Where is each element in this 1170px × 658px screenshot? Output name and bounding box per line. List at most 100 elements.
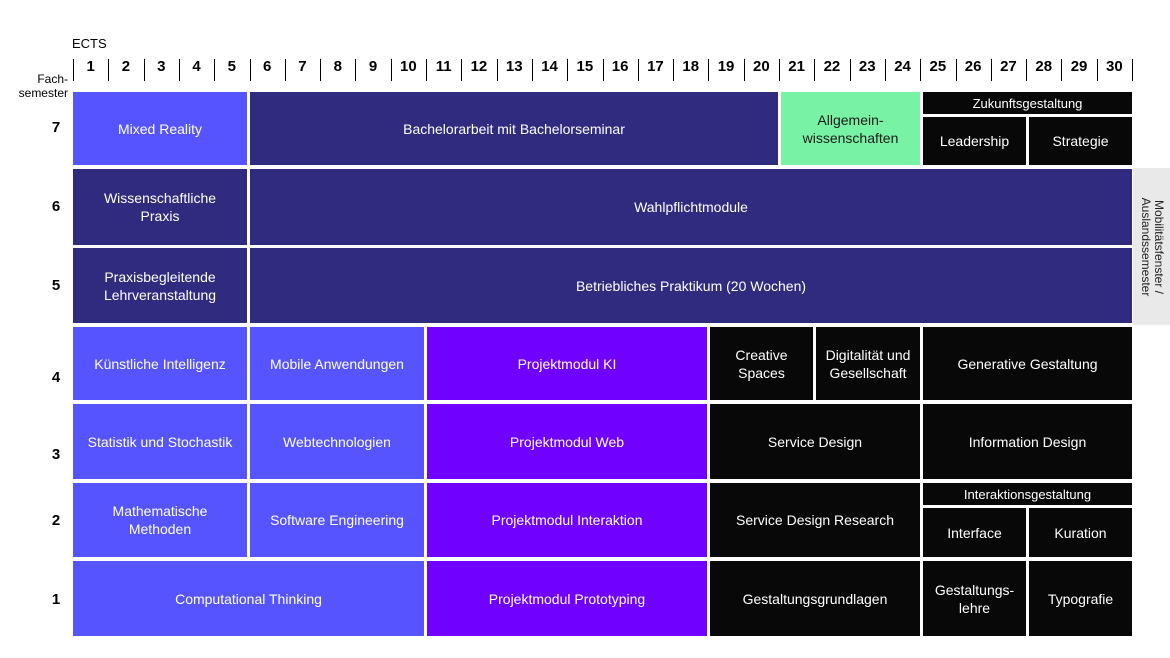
ects-number: 25 (929, 58, 947, 75)
ects-separator (143, 59, 145, 81)
ects-number: 28 (1035, 58, 1053, 75)
ects-separator (390, 59, 392, 81)
ects-number: 22 (823, 58, 841, 75)
ects-number: 1 (86, 58, 95, 75)
math-line2: Methoden (128, 521, 192, 537)
module-praxisbegleitende-lehrveranstaltung: Praxisbegleitende Lehrveranstaltung (73, 248, 247, 323)
module-projektmodul-ki: Projektmodul KI (427, 327, 707, 400)
ects-number: 4 (192, 58, 201, 75)
semester-axis-label: Fach- semester (18, 72, 68, 100)
ects-number: 19 (717, 58, 735, 75)
ects-number: 13 (505, 58, 523, 75)
module-allgemeinwissenschaften: Allgemein- wissenschaften (781, 92, 920, 165)
module-service-design: Service Design (710, 404, 920, 479)
wiss-line2: Praxis (140, 208, 180, 224)
module-bachelorarbeit: Bachelorarbeit mit Bachelorseminar (250, 92, 778, 165)
ects-separator (955, 59, 957, 81)
ects-separator (1132, 59, 1133, 81)
ects-separator (355, 59, 357, 81)
ects-separator (1026, 59, 1028, 81)
side-label-line1: Mobilitätsfenster / (1152, 199, 1166, 294)
ects-separator (284, 59, 286, 81)
ects-axis-label: ECTS (72, 36, 107, 51)
semester-number: 7 (51, 119, 61, 136)
semester-axis-label-line1: Fach- (37, 72, 68, 86)
module-digitalitaet-gesellschaft: Digitalität und Gesellschaft (816, 327, 920, 400)
module-webtechnologien: Webtechnologien (250, 404, 424, 479)
ects-number: 8 (333, 58, 342, 75)
module-typografie: Typografie (1029, 561, 1132, 636)
creative-line1: Creative (735, 346, 788, 363)
ects-separator (249, 59, 251, 81)
gestaltungslehre-line1: Gestaltungs- (934, 581, 1015, 598)
ects-number: 29 (1070, 58, 1088, 75)
allgemein-line1: Allgemein- (817, 111, 884, 128)
ects-separator (320, 59, 322, 81)
ects-separator (178, 59, 180, 81)
ects-number: 24 (894, 58, 911, 75)
ects-separator (531, 59, 533, 81)
ects-number: 17 (647, 58, 664, 75)
module-statistik-stochastik: Statistik und Stochastik (73, 404, 247, 479)
module-gestaltungslehre: Gestaltungs- lehre (923, 561, 1026, 636)
mobility-window-label: Mobilitätsfenster / Auslandssemester (1133, 168, 1170, 325)
ects-number: 3 (157, 58, 166, 75)
semester-number: 5 (51, 277, 61, 294)
ects-separator (849, 59, 851, 81)
wiss-line1: Wissenschaftliche (103, 190, 217, 206)
ects-number: 21 (788, 58, 805, 75)
ects-separator (673, 59, 675, 81)
praxis-line1: Praxisbegleitende (104, 268, 216, 285)
semester-number: 3 (51, 446, 61, 463)
ects-number: 5 (227, 58, 237, 75)
ects-number: 20 (753, 58, 770, 75)
ects-number: 26 (964, 58, 982, 75)
ects-separator (214, 59, 216, 81)
module-service-design-research: Service Design Research (710, 483, 920, 557)
module-software-engineering: Software Engineering (250, 483, 424, 557)
digital-line2: Gesellschaft (829, 364, 907, 381)
ects-separator (884, 59, 886, 81)
ects-number: 2 (121, 58, 131, 75)
module-projektmodul-web: Projektmodul Web (427, 404, 707, 479)
semester-number: 4 (51, 369, 61, 386)
module-projektmodul-interaktion: Projektmodul Interaktion (427, 483, 707, 557)
module-leadership: Leadership (923, 117, 1026, 165)
ects-separator (779, 59, 780, 81)
ects-separator (637, 59, 639, 81)
module-mixed-reality: Mixed Reality (73, 92, 247, 165)
ects-number: 15 (576, 58, 594, 75)
semester-number: 2 (51, 512, 61, 529)
creative-line2: Spaces (738, 364, 785, 381)
math-line1: Mathematische (112, 503, 208, 519)
ects-number: 16 (611, 58, 629, 75)
module-kuration: Kuration (1029, 508, 1132, 557)
praxis-line2: Lehrveranstaltung (103, 286, 217, 303)
ects-number: 14 (541, 58, 558, 75)
module-wahlpflichtmodule: Wahlpflichtmodule (250, 169, 1132, 245)
ects-number: 11 (435, 58, 452, 75)
digital-line1: Digitalität und (825, 346, 911, 363)
allgemein-line2: wissenschaften (802, 129, 899, 146)
module-strategie: Strategie (1029, 117, 1132, 165)
module-mobile-anwendungen: Mobile Anwendungen (250, 327, 424, 400)
ects-number: 18 (682, 58, 700, 75)
ects-number: 7 (298, 58, 307, 75)
module-information-design: Information Design (923, 404, 1132, 479)
ects-separator (461, 59, 463, 81)
module-interface: Interface (923, 508, 1026, 557)
ects-separator (814, 59, 816, 81)
ects-number: 12 (470, 58, 488, 75)
semester-number: 6 (51, 198, 61, 215)
ects-separator (496, 59, 498, 81)
ects-number: 23 (858, 58, 876, 75)
ects-number: 10 (400, 58, 417, 75)
ects-separator (567, 59, 569, 81)
ects-number: 6 (262, 58, 272, 75)
group-zukunftsgestaltung: Zukunftsgestaltung (923, 92, 1132, 114)
ects-separator (708, 59, 710, 81)
ects-separator (1061, 59, 1063, 81)
group-interaktionsgestaltung: Interaktionsgestaltung (923, 483, 1132, 505)
ects-number: 27 (1000, 58, 1017, 75)
module-kuenstliche-intelligenz: Künstliche Intelligenz (73, 327, 247, 400)
